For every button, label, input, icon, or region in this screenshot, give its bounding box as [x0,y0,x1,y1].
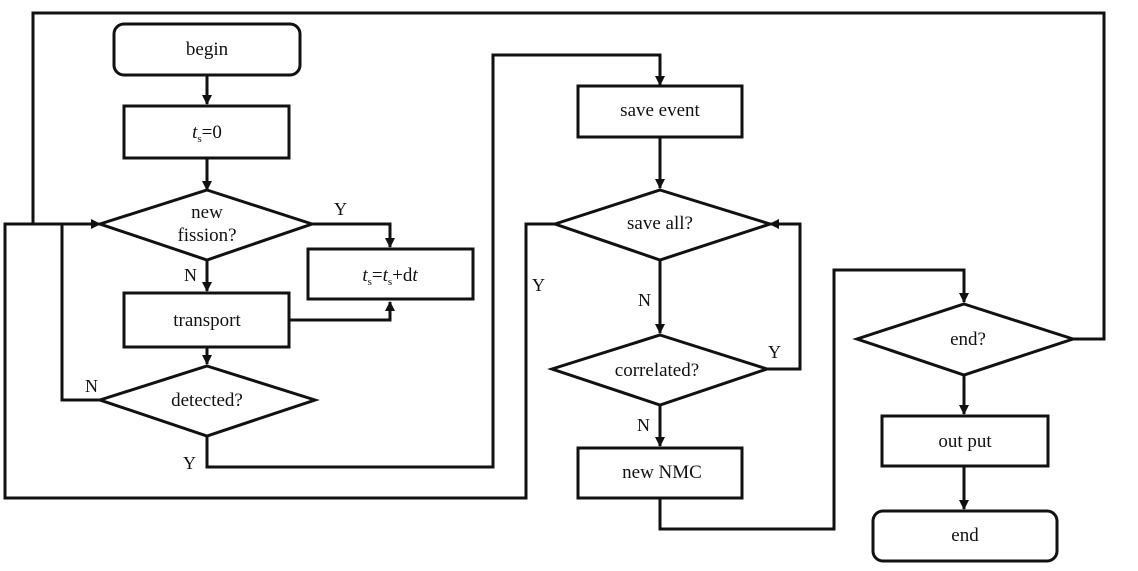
node-end: end [871,509,1059,563]
node-new-fission-line2: fission? [177,225,236,246]
node-end-label: end [951,525,979,546]
node-advance: ts=ts+dt [306,247,475,301]
node-save-event-label: save event [620,100,700,121]
node-save-event: save event [576,84,744,139]
label-detected-yes: Y [183,453,196,473]
node-new-fission-line1: new [191,202,223,223]
edge-correlated-yes [767,219,802,371]
node-begin-label: begin [186,39,229,60]
edge-saveall-yes [3,222,555,500]
node-begin: begin [112,22,302,77]
node-new-fission: new fission? [95,188,317,262]
label-detected-no: N [85,376,98,396]
node-detected-label: detected? [171,390,243,411]
node-init-label: ts=0 [192,122,222,145]
label-new-fission-no: N [184,265,197,285]
edge-newnmc-end [658,268,969,531]
node-correlated: correlated? [547,333,772,407]
node-save-all-label: save all? [627,213,693,234]
edge-newfission-yes [312,222,395,248]
label-correlated-yes: Y [768,342,781,362]
node-detected: detected? [95,364,320,438]
node-new-nmc-label: new NMC [622,462,702,483]
label-correlated-no: N [637,415,650,435]
node-output: out put [880,414,1050,468]
edge-detected-no [60,224,100,402]
node-transport: transport [122,291,291,349]
node-output-label: out put [938,431,992,452]
node-correlated-label: correlated? [615,360,699,381]
node-advance-label: ts=ts+dt [362,265,418,288]
node-end-question: end? [852,302,1078,377]
node-init: ts=0 [122,104,291,160]
label-save-all-no: N [638,290,651,310]
node-transport-label: transport [173,310,241,331]
label-new-fission-yes: Y [334,199,347,219]
label-save-all-yes: Y [532,275,545,295]
node-end-question-label: end? [950,329,986,350]
node-save-all: save all? [550,188,775,262]
edge-end-loop [31,11,1106,341]
node-new-nmc: new NMC [576,446,744,500]
edge-transport-advance [290,301,395,322]
edge-detected-yes [205,53,665,469]
